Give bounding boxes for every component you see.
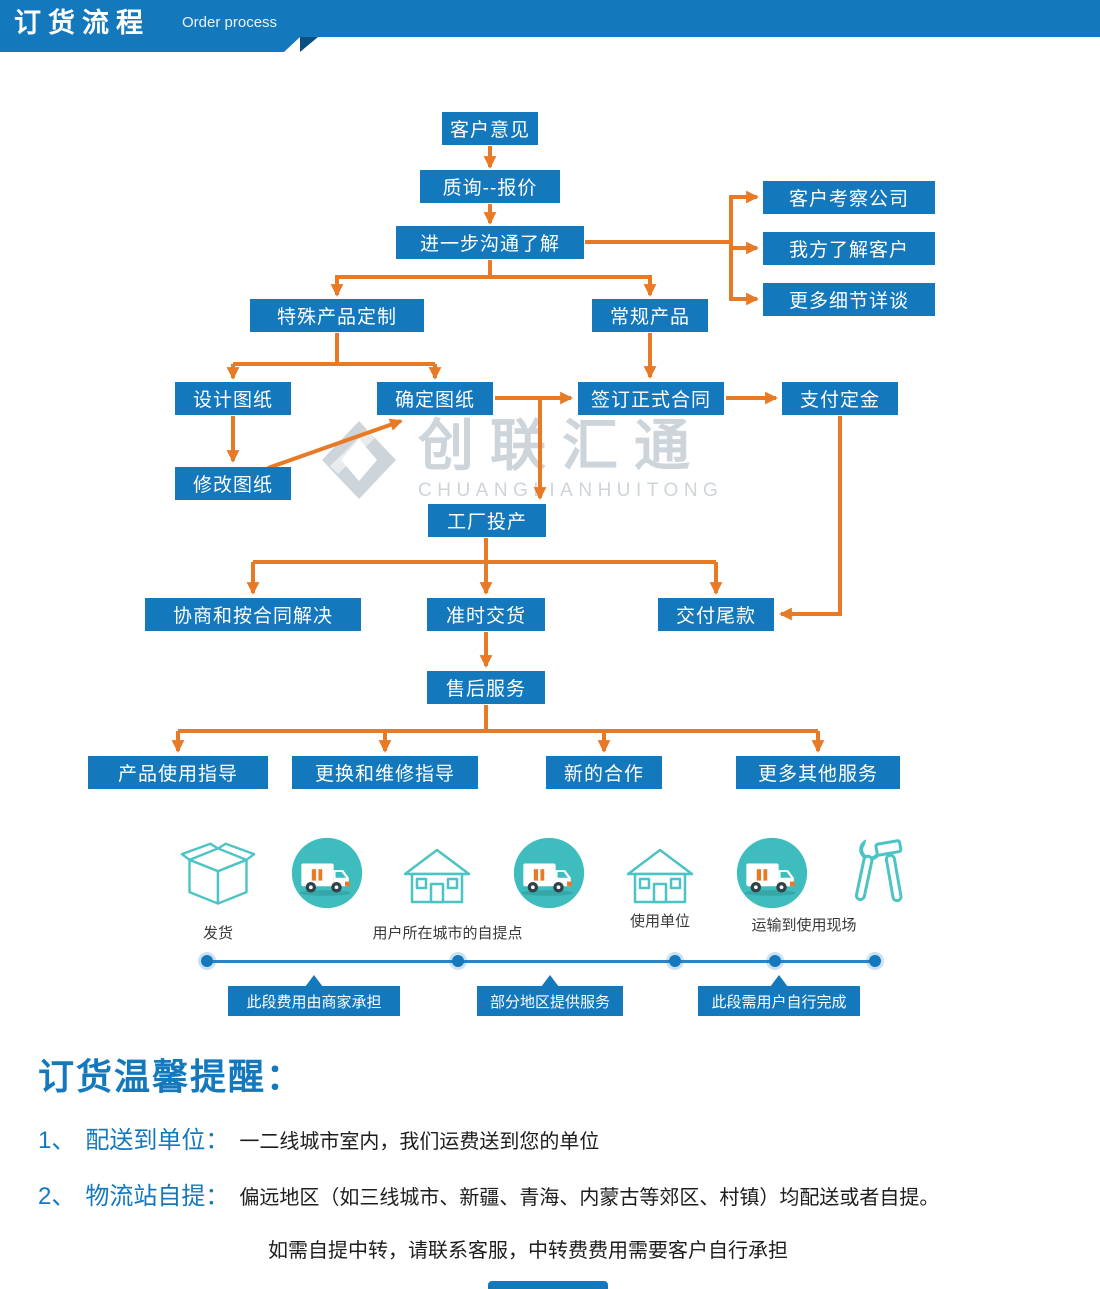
notice-item-head: 物流站自提： [85,1183,230,1210]
label-using-unit: 使用单位 [629,913,690,930]
label-city-pickup-point: 用户所在城市的自提点 [372,925,523,942]
flow-node-factory-production: 工厂投产 [428,504,546,537]
flow-node-design-drawing: 设计图纸 [175,382,291,415]
timeline-dot [869,955,881,967]
flow-node-negotiate-per-contract: 协商和按合同解决 [145,598,361,631]
flow-node-ontime-delivery: 准时交货 [427,598,545,631]
flow-node-confirm-drawing: 确定图纸 [377,382,493,415]
flow-node-more-services: 更多其他服务 [736,756,900,789]
shipping-timeline [207,960,875,963]
flow-node-replacement-repair-guidance: 更换和维修指导 [292,756,478,789]
tag-merchant-pays-segment: 此段费用由商家承担 [228,975,400,1016]
notice-item-pickup: 2、 物流站自提： 偏远地区（如三线城市、新疆、青海、内蒙古等郊区、村镇）均配送… [38,1176,939,1211]
house-icon [403,848,471,904]
flow-node-further-communication: 进一步沟通了解 [396,226,584,259]
watermark-text: 创联汇通 [418,414,706,477]
house-icon [626,848,694,904]
flow-node-discuss-details: 更多细节详谈 [763,283,935,316]
tag-user-completes-segment: 此段需用户自行完成 [698,975,860,1016]
timeline-dot [669,955,681,967]
flow-node-regular-product: 常规产品 [592,299,708,332]
delivery-truck-icon [291,837,363,909]
label-transport-to-site: 运输到使用现场 [751,917,857,934]
flow-node-after-sales-service: 售后服务 [427,671,545,704]
header-bar [0,0,1100,37]
brand-watermark: 创联汇通 CHUANGLIANHUITONG [320,418,723,502]
footer-accent-bar [488,1281,608,1289]
flow-node-sign-contract: 签订正式合同 [578,382,724,415]
tag-partial-area-service: 部分地区提供服务 [477,975,623,1016]
notice-item-number: 1、 [38,1127,76,1154]
flow-node-usage-guidance: 产品使用指导 [88,756,268,789]
label-ship: 发货 [202,925,233,942]
flow-node-know-customer: 我方了解客户 [763,232,935,265]
notice-footnote: 如需自提中转，请联系客服，中转费费用需要客户自行承担 [268,1240,788,1262]
flow-node-new-cooperation: 新的合作 [546,756,662,789]
header-ribbon [0,37,300,52]
notice-title: 订货温馨提醒： [38,1056,305,1097]
delivery-truck-icon [736,837,808,909]
delivery-truck-icon [513,837,585,909]
timeline-dot [201,955,213,967]
flow-node-customer-feedback: 客户意见 [442,112,538,145]
flow-node-custom-product: 特殊产品定制 [250,299,424,332]
notice-item-body: 偏远地区（如三线城市、新疆、青海、内蒙古等郊区、村镇）均配送或者自提。 [239,1187,940,1209]
watermark-subtext: CHUANGLIANHUITONG [418,480,724,501]
tools-wrench-hammer-icon [854,836,903,903]
page-title: 订货流程 [14,8,150,38]
notice-item-delivery: 1、 配送到单位： 一二线城市室内，我们运费送到您的单位 [38,1120,599,1155]
page-subtitle: Order process [182,14,278,31]
notice-item-number: 2、 [38,1183,76,1210]
notice-item-body: 一二线城市室内，我们运费送到您的单位 [239,1131,600,1153]
flow-node-pay-deposit: 支付定金 [782,382,898,415]
flow-node-customer-visit: 客户考察公司 [763,181,935,214]
package-box-icon [180,842,256,905]
flow-node-inquiry-quote: 质询--报价 [420,170,560,203]
notice-item-head: 配送到单位： [85,1127,230,1154]
timeline-dot [769,955,781,967]
flow-node-pay-balance: 交付尾款 [658,598,774,631]
timeline-dot [452,955,464,967]
flow-node-modify-drawing: 修改图纸 [175,467,291,500]
